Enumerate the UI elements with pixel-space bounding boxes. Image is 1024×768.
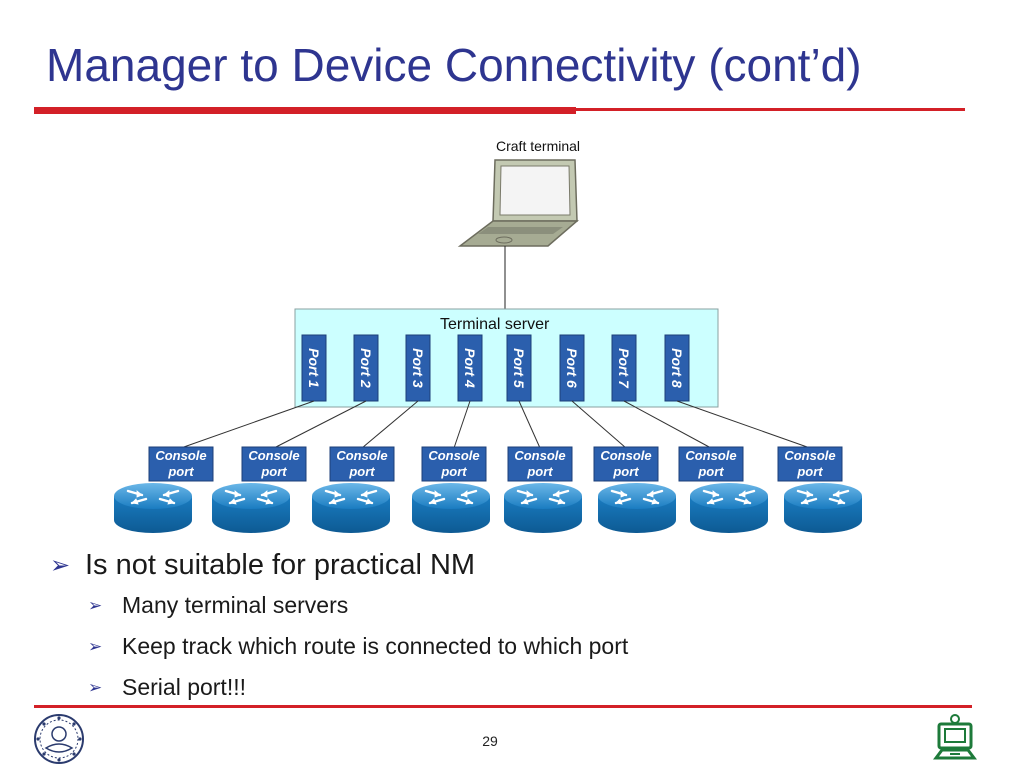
router-icon xyxy=(112,481,194,535)
router-icon xyxy=(410,481,492,535)
port-label: Port 4 xyxy=(462,348,478,388)
console-label-line2: port xyxy=(612,464,639,479)
port-2: Port 2 xyxy=(353,334,379,402)
router-icon xyxy=(210,481,292,535)
bullet-main: ➢ Is not suitable for practical NM xyxy=(50,545,628,585)
console-label-line1: Console xyxy=(428,448,479,463)
routers-group xyxy=(112,481,864,535)
bullet-list: ➢ Is not suitable for practical NM ➢ Man… xyxy=(50,545,628,708)
console-cable xyxy=(518,400,541,449)
craft-terminal-label: Craft terminal xyxy=(496,138,580,154)
console-cable xyxy=(361,400,419,449)
port-label: Port 8 xyxy=(669,348,685,388)
console-label-line2: port xyxy=(796,464,823,479)
arrow-bullet-icon: ➢ xyxy=(88,595,103,615)
port-5: Port 5 xyxy=(506,334,532,402)
console-label-line1: Console xyxy=(600,448,651,463)
bullet-sub-text: Serial port!!! xyxy=(122,674,246,700)
terminal-server-label: Terminal server xyxy=(440,316,550,333)
console-cable xyxy=(676,400,811,449)
port-8: Port 8 xyxy=(664,334,690,402)
console-label-line2: port xyxy=(348,464,375,479)
console-cable xyxy=(571,400,627,449)
router-icon xyxy=(310,481,392,535)
console-cable xyxy=(453,400,471,449)
console-label-line2: port xyxy=(440,464,467,479)
computer-dept-logo xyxy=(933,714,977,760)
router-icon xyxy=(688,481,770,535)
port-7: Port 7 xyxy=(611,334,637,402)
laptop-icon xyxy=(457,159,580,247)
router-icon xyxy=(502,481,584,535)
bullet-sub-text: Many terminal servers xyxy=(122,592,349,618)
console-label-line2: port xyxy=(526,464,553,479)
port-label: Port 7 xyxy=(616,348,632,389)
cables-group xyxy=(180,400,811,449)
bullet-sub-text: Keep track which route is connected to w… xyxy=(122,633,629,659)
port-4: Port 4 xyxy=(457,334,483,402)
port-label: Port 3 xyxy=(410,348,426,388)
bullet-sub: ➢ Many terminal servers xyxy=(88,585,628,626)
console-cable xyxy=(273,400,367,449)
arrow-bullet-icon: ➢ xyxy=(88,677,103,697)
router-icon xyxy=(596,481,678,535)
bullet-sub: ➢ Serial port!!! xyxy=(88,667,628,708)
console-label-line1: Console xyxy=(336,448,387,463)
console-label-line1: Console xyxy=(784,448,835,463)
console-label-line1: Console xyxy=(514,448,565,463)
console-label-line2: port xyxy=(260,464,287,479)
arrow-bullet-icon: ➢ xyxy=(88,636,103,656)
port-label: Port 5 xyxy=(511,348,527,388)
port-6: Port 6 xyxy=(559,334,585,402)
console-label-line1: Console xyxy=(685,448,736,463)
console-label-line2: port xyxy=(697,464,724,479)
ports-group: Port 1 Port 2 Port 3 Port 4 Port 5 Port 6 Port… xyxy=(301,334,690,402)
router-icon xyxy=(782,481,864,535)
port-3: Port 3 xyxy=(405,334,431,402)
bullet-main-text: Is not suitable for practical NM xyxy=(85,548,476,581)
university-seal-logo xyxy=(34,714,84,764)
page-number: 29 xyxy=(482,733,498,749)
arrow-bullet-icon: ➢ xyxy=(50,551,71,579)
port-1: Port 1 xyxy=(301,334,327,402)
port-label: Port 2 xyxy=(358,348,374,388)
title-underline xyxy=(34,108,965,111)
footer-rule xyxy=(34,705,972,708)
bullet-sub: ➢ Keep track which route is connected to… xyxy=(88,626,628,667)
console-cable xyxy=(180,400,315,449)
console-cable xyxy=(623,400,712,449)
console-label-line1: Console xyxy=(248,448,299,463)
console-label-line2: port xyxy=(167,464,194,479)
port-label: Port 6 xyxy=(564,348,580,388)
console-ports-group: ConsoleportConsoleportConsoleportConsole… xyxy=(148,446,843,482)
slide-title: Manager to Device Connectivity (cont’d) xyxy=(46,39,862,91)
port-label: Port 1 xyxy=(306,348,322,388)
console-label-line1: Console xyxy=(155,448,206,463)
